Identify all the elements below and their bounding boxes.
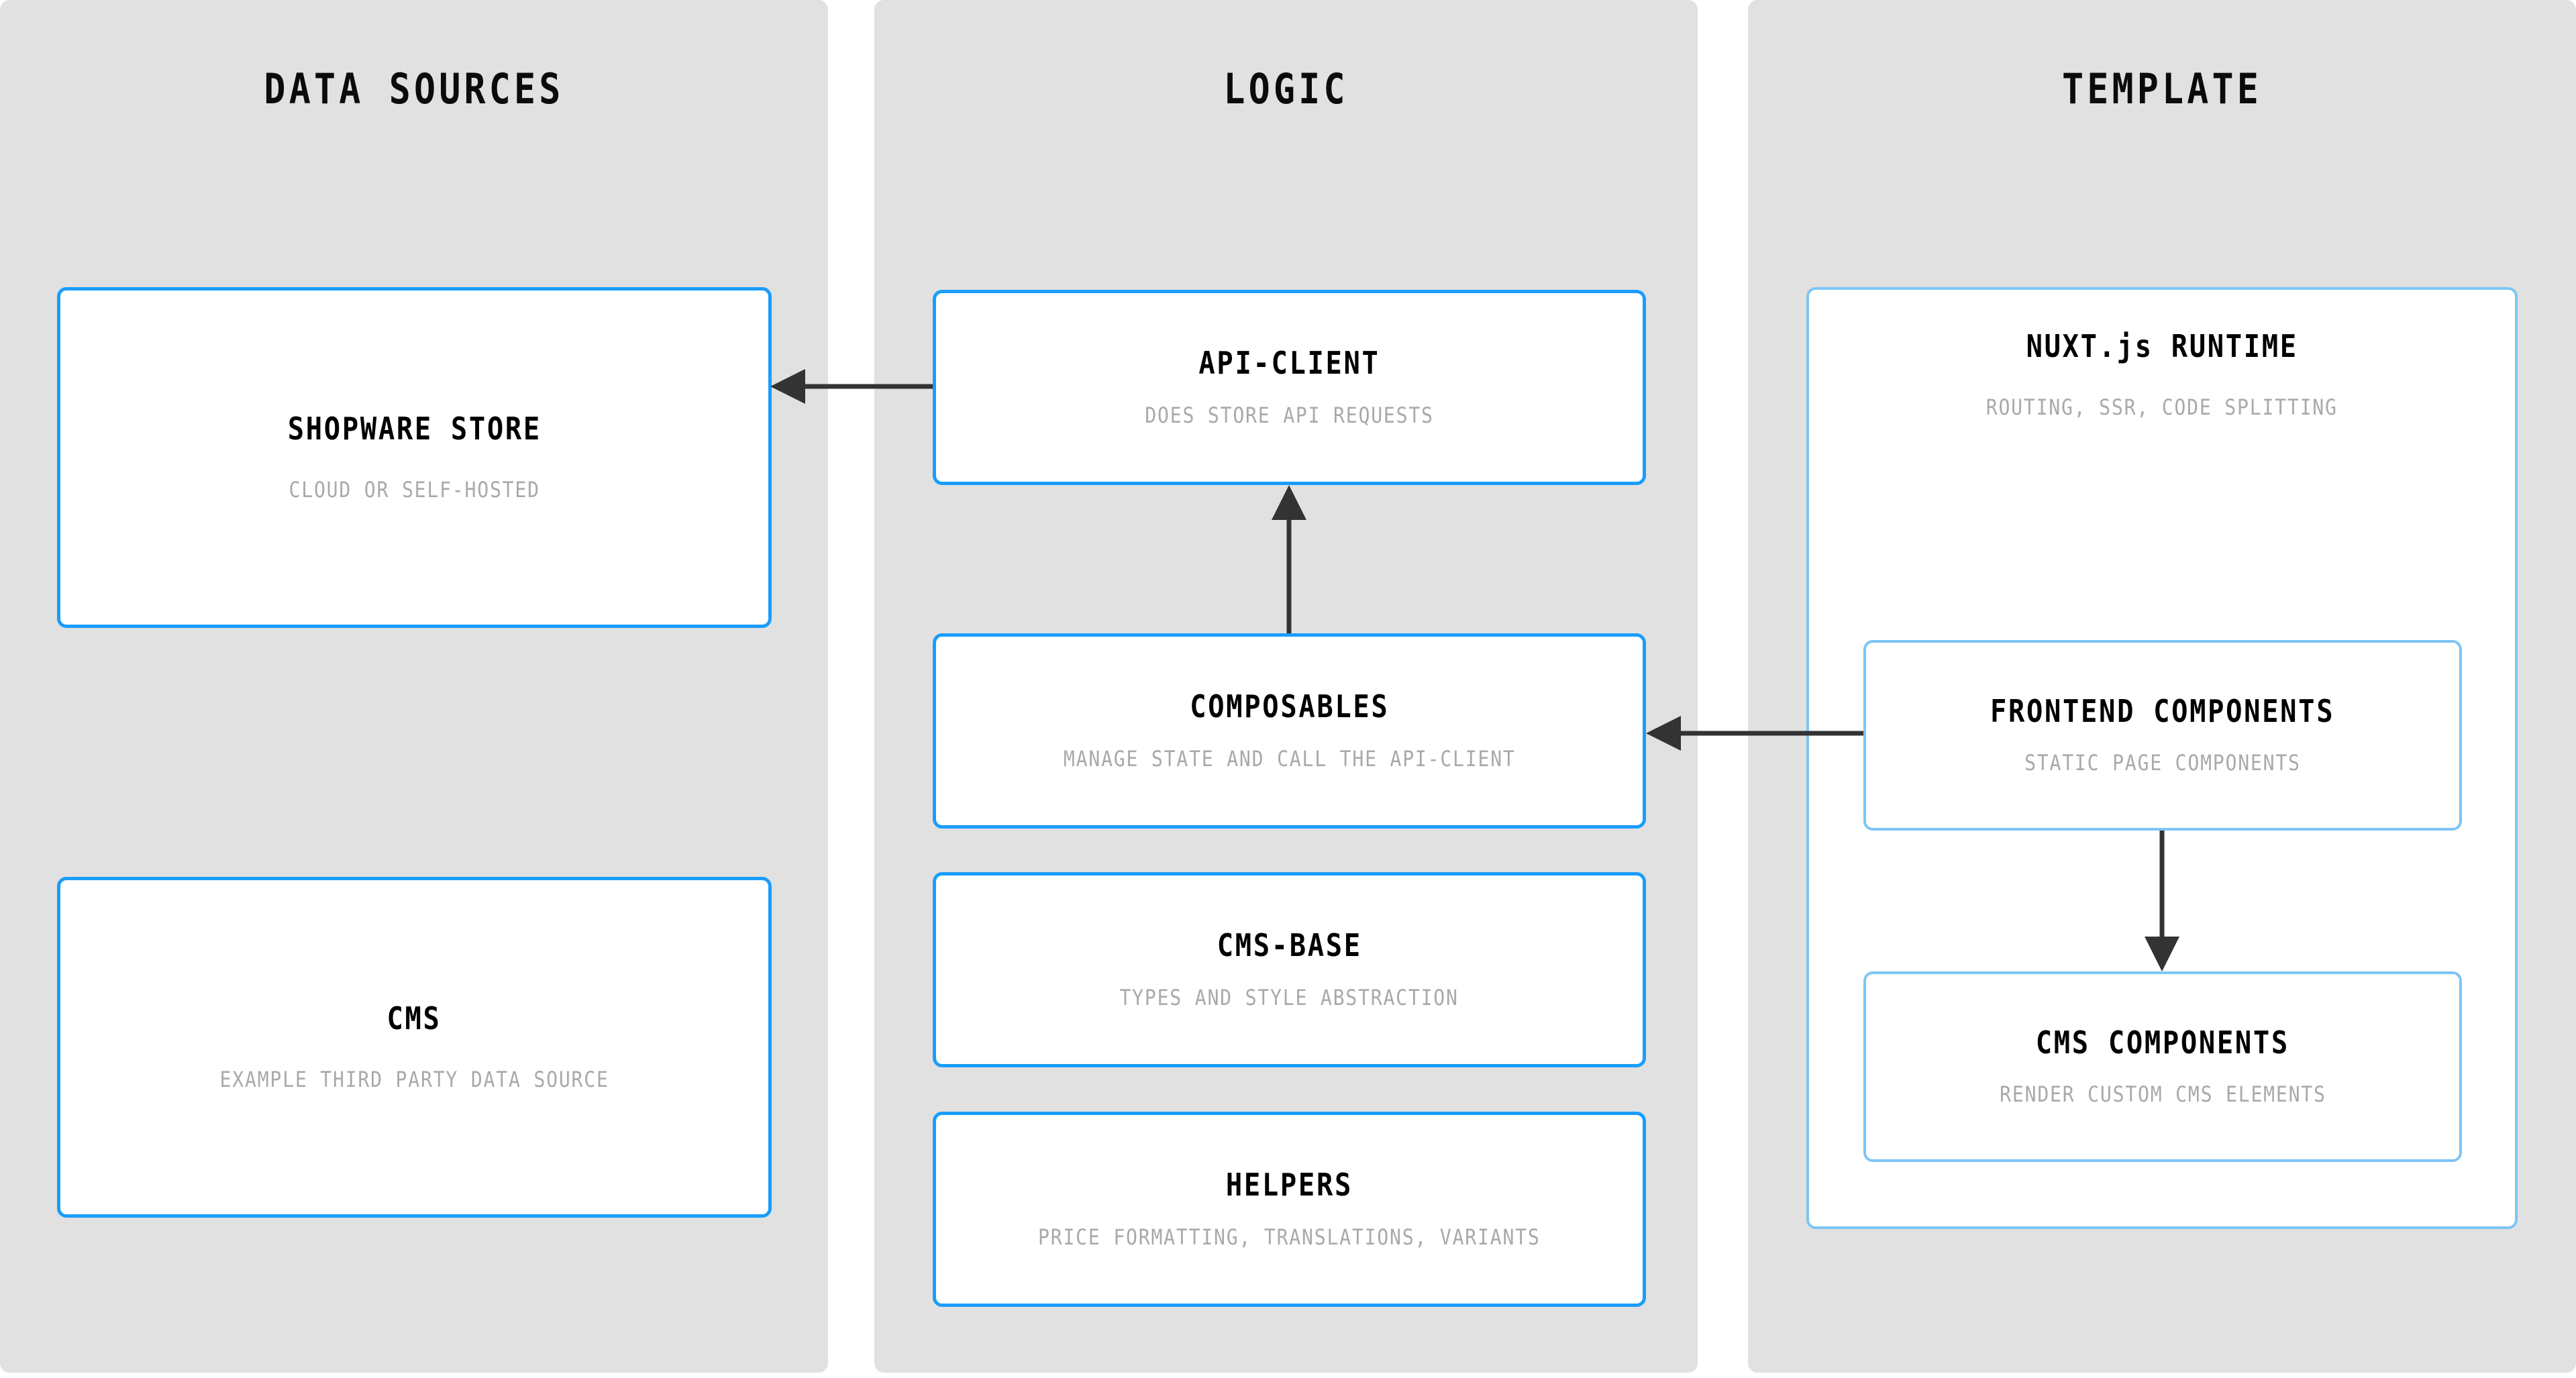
card-subtitle-helpers: PRICE FORMATTING, TRANSLATIONS, VARIANTS xyxy=(1038,1224,1541,1250)
card-cms-base[interactable]: CMS-BASE TYPES AND STYLE ABSTRACTION xyxy=(933,872,1646,1067)
card-api-client[interactable]: API-CLIENT DOES STORE API REQUESTS xyxy=(933,290,1646,485)
card-cms-components[interactable]: CMS COMPONENTS RENDER CUSTOM CMS ELEMENT… xyxy=(1863,971,2462,1162)
card-subtitle-cms-base: TYPES AND STYLE ABSTRACTION xyxy=(1119,984,1459,1010)
arrow-frontend-components-to-cms-components xyxy=(2145,831,2179,971)
card-title-helpers: HELPERS xyxy=(1225,1167,1353,1204)
card-title-api-client: API-CLIENT xyxy=(1198,345,1380,382)
card-subtitle-cms: EXAMPLE THIRD PARTY DATA SOURCE xyxy=(219,1067,609,1093)
card-shopware-store[interactable]: SHOPWARE STORE CLOUD OR SELF-HOSTED xyxy=(57,287,772,628)
card-subtitle-api-client: DOES STORE API REQUESTS xyxy=(1145,402,1434,428)
card-frontend-components[interactable]: FRONTEND COMPONENTS STATIC PAGE COMPONEN… xyxy=(1863,640,2462,831)
card-title-cms: CMS xyxy=(387,1000,442,1037)
arrow-api-client-to-shopware-store xyxy=(770,369,933,404)
card-title-shopware-store: SHOPWARE STORE xyxy=(287,410,542,447)
column-title-template: TEMPLATE xyxy=(2061,64,2263,113)
card-subtitle-composables: MANAGE STATE AND CALL THE API-CLIENT xyxy=(1063,745,1516,772)
column-title-logic: LOGIC xyxy=(1223,64,1349,113)
arrow-frontend-components-to-composables xyxy=(1646,716,1863,751)
card-title-frontend-components: FRONTEND COMPONENTS xyxy=(1990,692,2335,729)
card-title-nuxt-runtime: NUXT.js RUNTIME xyxy=(2026,328,2298,364)
card-subtitle-shopware-store: CLOUD OR SELF-HOSTED xyxy=(289,477,540,503)
arrow-composables-to-api-client xyxy=(1272,485,1306,633)
column-title-data-sources: DATA SOURCES xyxy=(264,64,564,113)
card-title-cms-base: CMS-BASE xyxy=(1217,927,1362,964)
card-composables[interactable]: COMPOSABLES MANAGE STATE AND CALL THE AP… xyxy=(933,633,1646,829)
card-title-composables: COMPOSABLES xyxy=(1189,688,1390,725)
card-cms[interactable]: CMS EXAMPLE THIRD PARTY DATA SOURCE xyxy=(57,877,772,1218)
card-subtitle-frontend-components: STATIC PAGE COMPONENTS xyxy=(2024,750,2301,776)
card-title-cms-components: CMS COMPONENTS xyxy=(2035,1024,2290,1061)
card-subtitle-nuxt-runtime: ROUTING, SSR, CODE SPLITTING xyxy=(1986,394,2338,421)
card-helpers[interactable]: HELPERS PRICE FORMATTING, TRANSLATIONS, … xyxy=(933,1112,1646,1307)
card-subtitle-cms-components: RENDER CUSTOM CMS ELEMENTS xyxy=(1999,1081,2326,1108)
